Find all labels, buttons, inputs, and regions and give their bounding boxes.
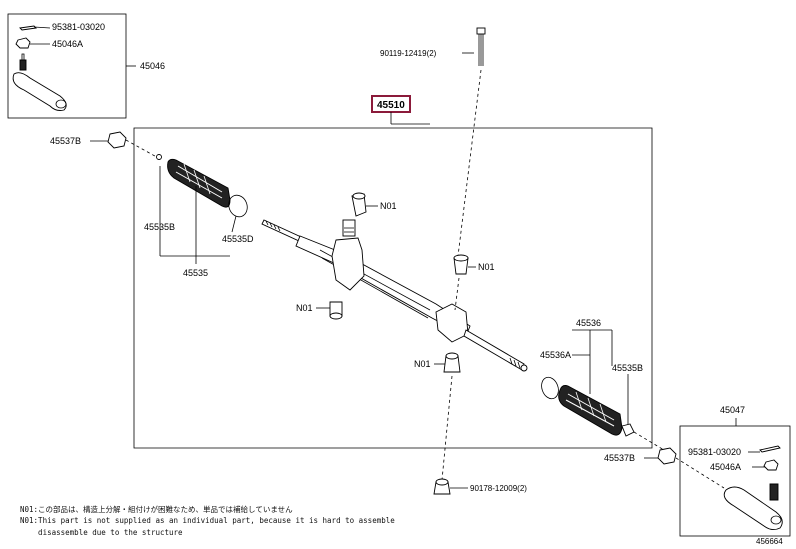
tie-rod-end-icon <box>12 72 67 111</box>
label-45537B-right: 45537B <box>604 453 635 463</box>
label-95381-top: 95381-03020 <box>52 22 105 32</box>
ring-45535D-icon <box>228 194 248 218</box>
clamp-45537B-right-icon <box>657 447 677 465</box>
clamp-45537B-left-icon <box>107 131 127 149</box>
label-45535B-left: 45535B <box>144 222 175 232</box>
diagram-reference-number: 456664 <box>756 537 783 546</box>
label-90178: 90178-12009(2) <box>470 484 527 493</box>
label-N01-a: N01 <box>380 201 397 211</box>
label-N01-b: N01 <box>478 262 495 272</box>
label-N01-c: N01 <box>296 303 313 313</box>
label-45046: 45046 <box>140 61 165 71</box>
boot-45535-left-icon <box>167 158 231 208</box>
boot-45536-right-icon <box>558 385 623 436</box>
label-45537B-left: 45537B <box>50 136 81 146</box>
note-english-line1: N01:This part is not supplied as an indi… <box>20 516 395 525</box>
cotter-pin-bottom-icon <box>759 445 781 453</box>
tie-rod-end-right-icon <box>723 483 783 531</box>
label-90119: 90119-12419(2) <box>380 49 437 58</box>
label-45536A: 45536A <box>540 350 571 360</box>
label-45535B-right: 45535B <box>612 363 643 373</box>
main-assembly-frame <box>133 127 653 449</box>
label-N01-d: N01 <box>414 359 431 369</box>
steering-rack-icon <box>261 219 528 372</box>
label-45535D: 45535D <box>222 234 254 244</box>
bolt-dashed-line-top <box>457 69 482 257</box>
ring-45536A-icon <box>541 376 559 400</box>
bolt-dashed-line-bottom <box>441 375 453 481</box>
castle-nut-icon <box>15 37 31 49</box>
label-95381-bottom: 95381-03020 <box>688 447 741 457</box>
bolt-head-icon <box>476 27 486 35</box>
label-45046A-bottom: 45046A <box>710 462 741 472</box>
tie-rod-end-stud-icon <box>19 59 27 71</box>
castle-nut-bottom-icon <box>763 459 779 471</box>
label-45535: 45535 <box>183 268 208 278</box>
small-clip-right-icon <box>621 423 635 437</box>
label-45047: 45047 <box>720 405 745 415</box>
label-45046A-top: 45046A <box>52 39 83 49</box>
cotter-pin-icon <box>19 25 37 31</box>
inset-box-45047 <box>679 425 791 537</box>
label-45510[interactable]: 45510 <box>377 100 405 111</box>
note-english-line2: disassemble due to the structure <box>20 528 183 537</box>
note-japanese: N01:この部品は、構造上分解・組付けが困難なため、単品では補給していません <box>20 505 293 514</box>
label-45536: 45536 <box>576 318 601 328</box>
small-clip-icon <box>156 154 162 160</box>
